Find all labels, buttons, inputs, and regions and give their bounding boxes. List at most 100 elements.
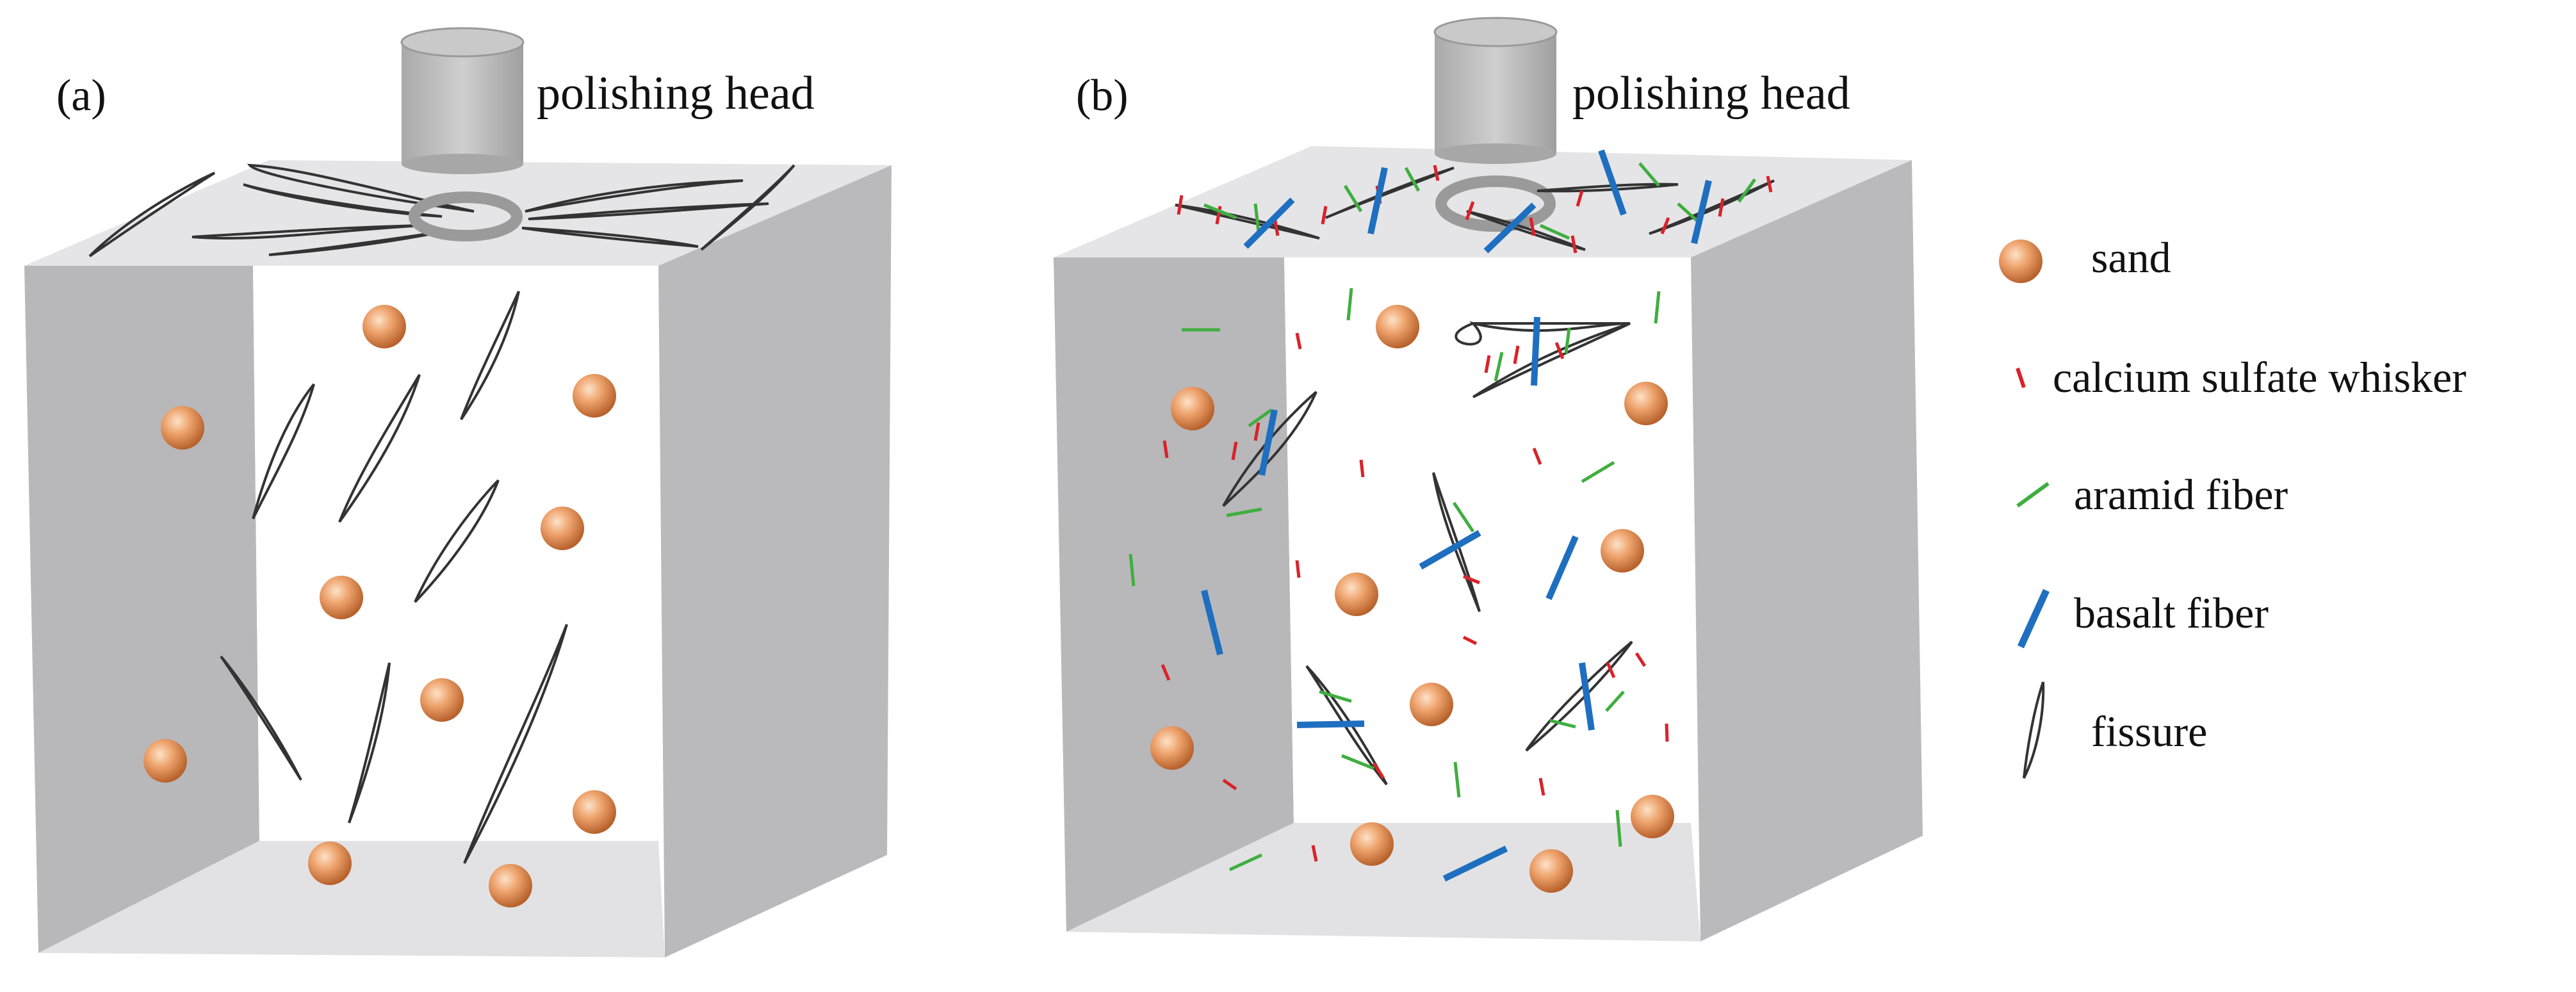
sand-particle [1171,387,1214,430]
basalt-fiber [1442,845,1508,882]
basalt-fiber [1579,662,1595,731]
panel-b: (b) polishing head [1054,17,1923,941]
aramid-fiber [1228,853,1263,872]
legend-label-sand: sand [2091,233,2171,282]
fissure [243,183,443,218]
fissure [1305,665,1388,786]
whisker [1554,342,1565,359]
fissure [463,624,568,864]
aramid-fiber [1341,754,1374,770]
basalt-fiber [1545,535,1579,600]
fissure [460,291,520,421]
fissure [525,179,744,213]
whisker [1463,574,1480,585]
aramid-fiber [1343,184,1363,213]
whisker [1529,217,1536,236]
fissure [247,163,475,213]
legend-item-sand: sand [1999,233,2171,283]
basalt-fiber [1691,179,1712,245]
fissure [1455,321,1631,398]
legend-label-aramid: aramid fiber [2074,470,2288,519]
head-cylinder-bottom [1435,143,1556,164]
panel-a-block [24,160,892,957]
panel-b-head-label: polishing head [1572,67,1850,120]
fissure [348,662,391,824]
sand-particle [320,576,363,619]
fissure [700,164,795,251]
fissure [1222,391,1317,507]
sand-particle [363,305,406,348]
whisker [1513,345,1520,364]
panel-a-top-fissures [88,163,795,257]
fissure [268,231,443,256]
aramid-fiber [1248,408,1273,428]
whisker [1162,440,1169,459]
blue-fiber-icon [2017,589,2050,649]
panel-a-polishing-head [400,27,525,241]
aramid-fiber [1494,352,1504,382]
whisker [1311,845,1318,862]
sand-sphere-icon [1999,240,2042,283]
green-fiber-icon [2016,482,2050,508]
basalt-fiber [1419,530,1481,570]
aramid-fiber [1677,202,1699,222]
whisker [1161,664,1171,681]
panel-b-polishing-head [1433,17,1558,232]
fissure [192,224,423,240]
aramid-fiber [1226,507,1262,517]
basalt-fiber [1531,316,1540,386]
head-cylinder-body [402,42,523,164]
panel-a-sand [143,305,616,907]
whisker [1484,355,1491,373]
sand-particle [143,739,187,783]
aramid-group [1203,162,1757,240]
sand-particle [573,374,616,418]
panel-b-interior-fibers [1129,288,1669,882]
panel-a-head-label: polishing head [537,67,815,120]
basalt-fiber [1259,409,1278,476]
sand-particle [489,864,532,907]
panel-b-block [1054,146,1923,941]
fissure [528,202,769,220]
sand-particle [308,842,352,885]
head-cylinder-top [1433,17,1558,47]
sand-particle [161,406,204,450]
aramid-fiber [1539,224,1570,240]
legend-label-whisker: calcium sulfate whisker [2053,353,2466,402]
sand-particle [1350,822,1394,866]
aramid-fiber [1253,203,1260,232]
aramid-fiber [1129,553,1136,587]
whisker [1462,635,1478,646]
sand-particle [420,678,464,722]
whisker [1660,217,1670,234]
aramid-fiber [1404,167,1421,192]
fissure [1537,183,1679,193]
whisker [1222,778,1237,791]
whisker [1253,422,1260,441]
fissure [1525,640,1633,752]
legend-label-fissure: fissure [2091,707,2207,756]
basalt-group [1201,316,1595,882]
legend-item-aramid: aramid fiber [2016,470,2288,519]
basalt-fiber [1598,149,1627,216]
fissure [252,383,315,519]
whisker [1634,652,1647,667]
sand-particle [1410,683,1453,726]
head-cylinder-bottom [402,154,523,174]
whisker [1215,206,1222,225]
basalt-fiber [1296,720,1365,728]
legend-label-basalt: basalt fiber [2074,589,2269,637]
sand-particle [1631,795,1674,838]
aramid-fiber [1737,178,1757,203]
panel-b-top-fissures [1175,167,1775,251]
fissure [1466,210,1586,251]
aramid-fiber [1549,719,1576,729]
aramid-fiber [1319,690,1352,703]
fissure [1649,179,1775,235]
fissure [521,227,699,248]
panel-b-sand [1150,305,1674,893]
fissure [88,172,216,257]
aramid-fiber [1203,203,1237,220]
whisker [1372,762,1385,779]
